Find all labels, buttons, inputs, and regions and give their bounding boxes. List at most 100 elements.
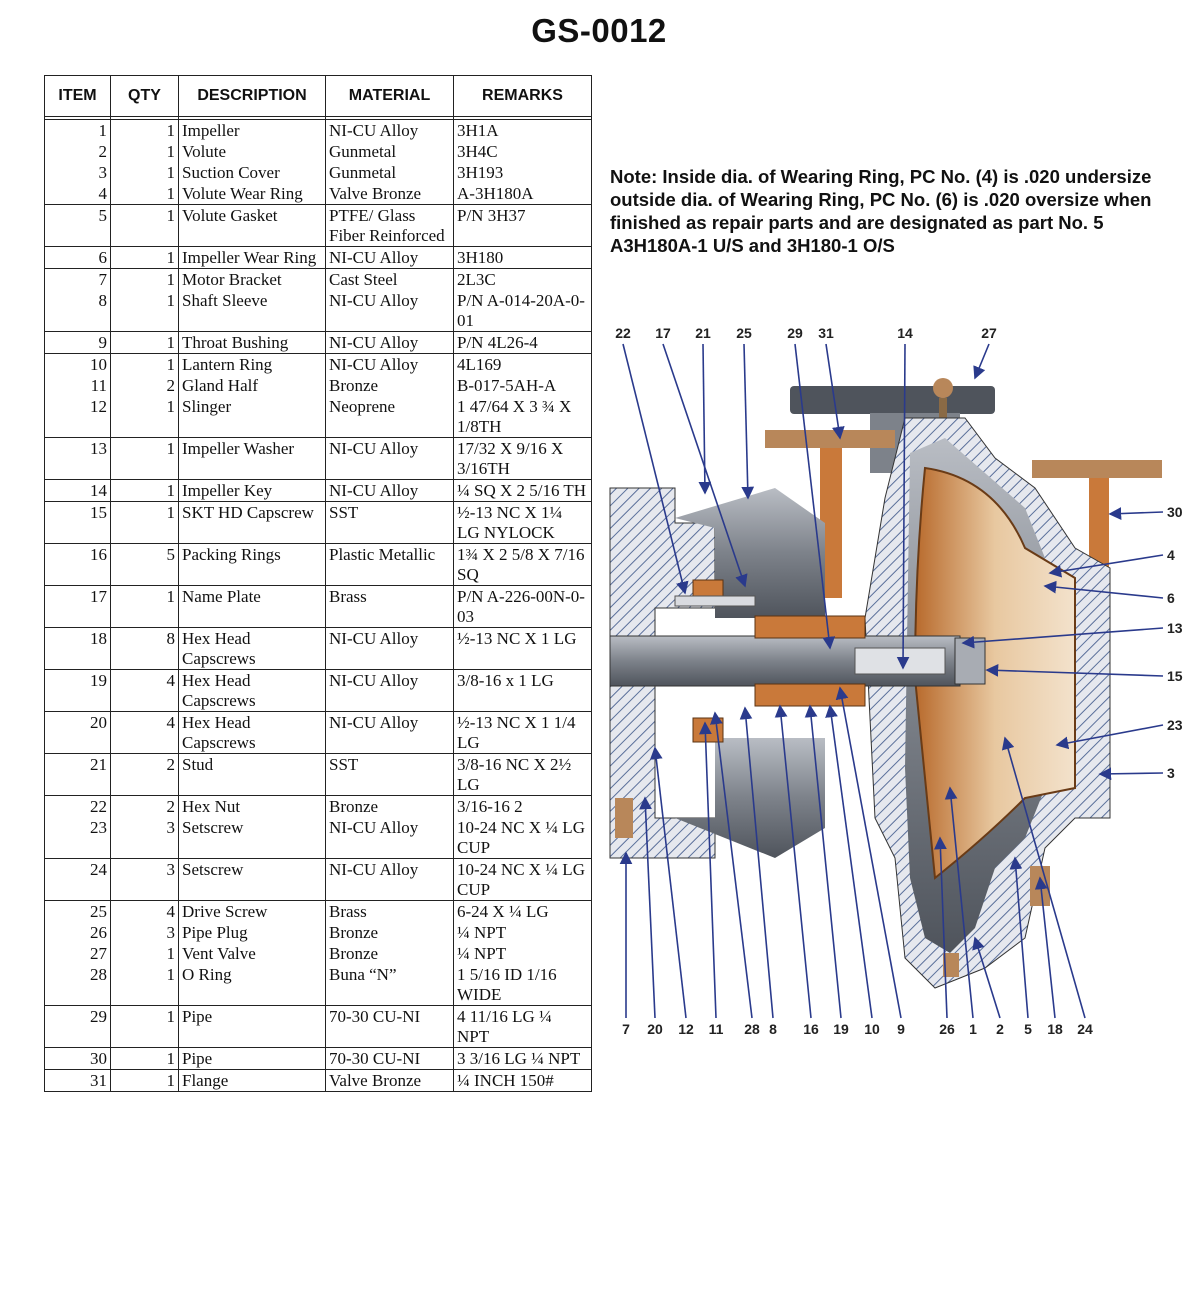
qty-cell: 3 (110, 817, 179, 859)
remarks-cell: ¼ INCH 150# (453, 1069, 592, 1092)
remarks-cell: 6-24 X ¼ LG (453, 900, 592, 922)
remarks-cell: 3 3/16 LG ¼ NPT (453, 1047, 592, 1070)
qty-cell: 8 (110, 627, 179, 670)
remarks-cell: ¼ NPT (453, 922, 592, 943)
qty-cell: 2 (110, 375, 179, 396)
remarks-cell: 17/32 X 9/16 X 3/16TH (453, 437, 592, 480)
callout-label: 8 (769, 1021, 777, 1037)
remarks-cell: 1¾ X 2 5/8 X 7/16 SQ (453, 543, 592, 586)
packing-lower (754, 683, 866, 707)
description-cell: Hex Head Capscrews (178, 627, 326, 670)
qty-cell: 1 (110, 353, 179, 375)
callout-label: 27 (981, 325, 997, 341)
item-cell: 5 (44, 204, 111, 247)
item-cell: 14 (44, 479, 111, 502)
qty-cell: 4 (110, 711, 179, 754)
qty-cell: 1 (110, 964, 179, 1006)
qty-cell: 1 (110, 204, 179, 247)
callout-label: 20 (647, 1021, 663, 1037)
callout-label: 17 (655, 325, 671, 341)
vent-valve-icon (933, 378, 953, 398)
item-cell: 2 (44, 141, 111, 162)
material-cell: Valve Bronze (325, 1069, 454, 1092)
remarks-cell: ½-13 NC X 1¼ LG NYLOCK (453, 501, 592, 544)
material-cell: 70-30 CU-NI (325, 1005, 454, 1048)
header-qty: QTY (110, 75, 179, 117)
material-cell: NI-CU Alloy (325, 353, 454, 375)
material-cell: Bronze (325, 922, 454, 943)
callout-leader (699, 721, 717, 1019)
qty-cell: 1 (110, 1069, 179, 1092)
callout-leader (622, 343, 689, 595)
pipe-29 (820, 448, 842, 598)
item-cell: 31 (44, 1069, 111, 1092)
qty-cell: 3 (110, 922, 179, 943)
item-cell: 25 (44, 900, 111, 922)
description-cell: Hex Head Capscrews (178, 669, 326, 712)
item-cell: 4 (44, 183, 111, 205)
description-cell: Pipe Plug (178, 922, 326, 943)
callout-leader (649, 746, 687, 1019)
callout-label: 21 (695, 325, 711, 341)
remarks-cell: 1 5/16 ID 1/16 WIDE (453, 964, 592, 1006)
right-pipe-flange (1032, 460, 1162, 478)
callout-label: 9 (897, 1021, 905, 1037)
description-cell: Hex Head Capscrews (178, 711, 326, 754)
material-cell: NI-CU Alloy (325, 858, 454, 901)
description-cell: Volute Gasket (178, 204, 326, 247)
remarks-cell: ½-13 NC X 1 LG (453, 627, 592, 670)
callout-label: 23 (1167, 717, 1183, 733)
callout-leader (774, 704, 812, 1019)
header-remarks: REMARKS (453, 75, 592, 117)
material-cell: Brass (325, 900, 454, 922)
material-cell: Bronze (325, 795, 454, 817)
qty-cell: 2 (110, 753, 179, 796)
callout-label: 1 (969, 1021, 977, 1037)
callout-leader (825, 704, 873, 1019)
item-cell: 28 (44, 964, 111, 1006)
callout-leader (804, 704, 842, 1019)
callout-leader (1098, 767, 1164, 781)
qty-cell: 1 (110, 162, 179, 183)
description-cell: Throat Bushing (178, 331, 326, 354)
material-cell: Neoprene (325, 396, 454, 438)
callout-leader (1055, 724, 1164, 750)
material-cell: NI-CU Alloy (325, 669, 454, 712)
callout-label: 5 (1024, 1021, 1032, 1037)
callout-leader (972, 936, 1001, 1019)
description-cell: Impeller Key (178, 479, 326, 502)
remarks-cell: 10-24 NC X ¼ LG CUP (453, 858, 592, 901)
description-cell: Slinger (178, 396, 326, 438)
remarks-cell: 3/16-16 2 (453, 795, 592, 817)
callout-leader (835, 686, 902, 1019)
qty-cell: 1 (110, 396, 179, 438)
item-cell: 20 (44, 711, 111, 754)
material-cell: SST (325, 753, 454, 796)
callout-label: 3 (1167, 765, 1175, 781)
item-cell: 9 (44, 331, 111, 354)
remarks-cell: 4L169 (453, 353, 592, 375)
packing-upper (754, 615, 866, 639)
item-cell: 24 (44, 858, 111, 901)
header-material: MATERIAL (325, 75, 454, 117)
description-cell: Setscrew (178, 858, 326, 901)
callout-leader (739, 706, 774, 1019)
material-cell: NI-CU Alloy (325, 246, 454, 269)
description-cell: Volute (178, 141, 326, 162)
description-cell: Drive Screw (178, 900, 326, 922)
description-cell: Setscrew (178, 817, 326, 859)
qty-cell: 1 (110, 268, 179, 290)
remarks-cell: 4 11/16 LG ¼ NPT (453, 1005, 592, 1048)
